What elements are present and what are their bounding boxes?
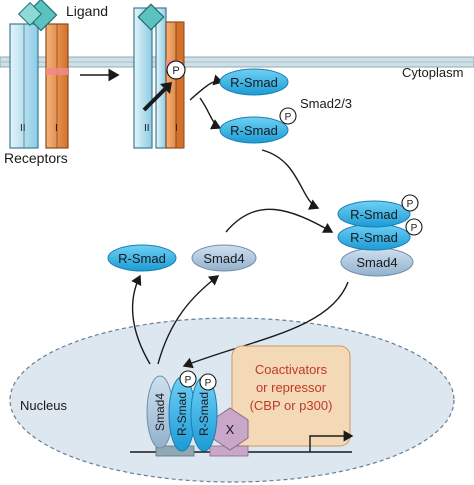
r-smad-phos: R-Smad P xyxy=(219,107,297,144)
receptor-phosphate: P xyxy=(166,60,186,80)
receptor-ii-label: II xyxy=(20,123,26,134)
x-label: X xyxy=(226,422,235,437)
cell-membrane xyxy=(0,56,474,68)
recruit-arrow xyxy=(189,74,224,101)
smad-complex-cytoplasm: Smad4 R-Smad R-Smad P P xyxy=(337,194,423,277)
smad4-free-label: Smad4 xyxy=(203,251,244,266)
coactivator-box: Coactivators or repressor (CBP or p300) xyxy=(231,345,351,447)
receptor-i-label: I xyxy=(55,123,58,134)
cytoplasm-label: Cytoplasm xyxy=(402,65,463,80)
smad4-export-arrow xyxy=(157,275,220,365)
phospho-label: P xyxy=(185,375,192,386)
phospho-label: P xyxy=(172,65,179,77)
r-smad-free-label: R-Smad xyxy=(118,251,166,266)
ligand-dimer xyxy=(17,0,58,32)
nucleus-label: Nucleus xyxy=(20,398,67,413)
complex-r-smad-1-label: R-Smad xyxy=(350,207,398,222)
smad23-label: Smad2/3 xyxy=(300,96,352,111)
phospho-label: P xyxy=(285,112,292,123)
receptor-i-active-label: I xyxy=(175,123,178,134)
smad4-join-arrow xyxy=(225,208,334,233)
receptor-ii-active-label: II xyxy=(144,123,150,134)
phospho-label: P xyxy=(407,199,414,210)
smad-complex-nucleus: Smad4 R-Smad R-Smad P P xyxy=(146,370,218,452)
r-smad-phos-label: R-Smad xyxy=(230,123,278,138)
coactivator-line3: (CBP or p300) xyxy=(250,398,333,413)
phospho-label: P xyxy=(205,378,212,389)
transcription-start-arrow xyxy=(309,430,354,452)
nuc-r-smad-2-label: R-Smad xyxy=(197,392,211,436)
coactivator-line1: Coactivators xyxy=(255,362,328,377)
coactivator-line2: or repressor xyxy=(256,380,327,395)
r-smad-export-arrow xyxy=(131,274,151,365)
nuclear-import-arrow xyxy=(182,281,349,369)
phosphorylation-arrow xyxy=(142,86,168,112)
phospho-label: P xyxy=(411,223,418,234)
complex-r-smad-2-label: R-Smad xyxy=(350,230,398,245)
r-smad-label: R-Smad xyxy=(230,75,278,90)
nuc-smad4-label: Smad4 xyxy=(153,393,167,431)
to-complex-arrow xyxy=(261,149,320,210)
receptor-pair-inactive: II I xyxy=(9,23,69,149)
nuc-r-smad-1-label: R-Smad xyxy=(175,392,189,436)
ligand-bound xyxy=(137,3,165,31)
r-smad-unphos: R-Smad xyxy=(219,68,289,96)
ligand-label: Ligand xyxy=(66,3,108,19)
receptor-pair-active: II I xyxy=(133,7,185,149)
release-arrow xyxy=(199,97,222,130)
receptors-label: Receptors xyxy=(4,150,68,166)
complex-smad4-label: Smad4 xyxy=(356,255,397,270)
r-smad-free: R-Smad xyxy=(107,244,177,272)
smad4-free: Smad4 xyxy=(191,244,257,272)
